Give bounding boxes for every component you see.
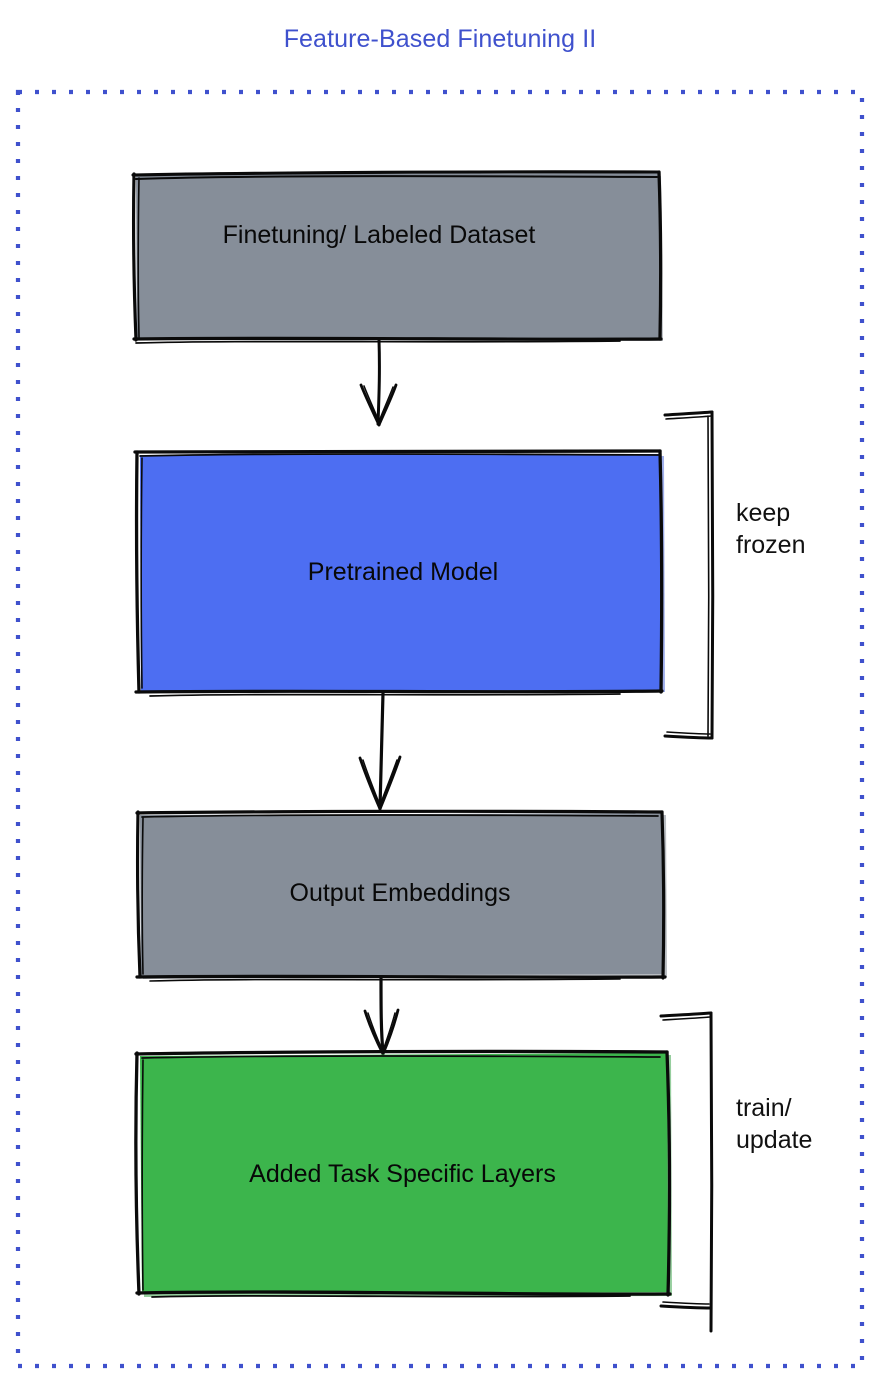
node-stroke-left [132,172,138,342]
edge-arrow-embeddings-to-layers [363,976,400,1056]
node-stroke-top [133,449,662,454]
node-stroke-bottom [134,689,664,694]
annotation-keep-frozen: keep frozen [736,499,806,559]
node-stroke-left2 [141,817,144,975]
edge-arrow-dataset-to-model [359,338,398,427]
node-stroke-right [665,1050,672,1297]
node-stroke-left [136,810,142,979]
node-stroke-left2 [141,1059,144,1291]
bracket-keep-frozen [663,410,715,740]
node-stroke-top2 [141,814,659,818]
node-stroke-top2 [141,1055,661,1059]
node-fill [140,813,663,976]
node-stroke-bottom2 [135,340,621,344]
node-stroke-bottom2 [149,978,621,982]
node-stroke-left [134,1051,141,1296]
annotation-train-update: train/ update [736,1094,813,1154]
node-finetuning-dataset[interactable] [131,170,663,344]
node-stroke-bottom2 [151,1294,631,1298]
node-stroke-top [135,809,664,815]
outer-dashed-frame [15,89,865,1369]
node-stroke-top [134,1049,669,1056]
node-stroke-bottom2 [149,693,621,697]
node-fill [140,1053,668,1294]
node-label-task-specific-layers: Added Task Specific Layers [249,1160,556,1188]
node-stroke-top [131,170,660,177]
node-stroke-bottom [135,974,667,979]
node-output-embeddings[interactable] [135,809,667,982]
node-stroke-right [658,449,664,694]
node-stroke-left2 [140,457,143,689]
bracket-train-update [659,1011,714,1333]
node-stroke-bottom [135,1290,672,1296]
edge-arrow-model-to-embeddings [358,691,402,811]
node-stroke-top2 [139,453,659,457]
node-fill [140,454,661,691]
node-label-output-embeddings: Output Embeddings [289,879,511,907]
node-pretrained-model[interactable] [133,449,665,697]
node-stroke-right [660,810,666,980]
node-task-specific-layers[interactable] [134,1049,672,1298]
page-title: Feature-Based Finetuning II [283,25,597,53]
node-label-finetuning-dataset: Finetuning/ Labeled Dataset [222,221,536,249]
node-stroke-bottom [132,336,663,341]
node-stroke-left [134,450,141,694]
node-stroke-left2 [137,177,140,338]
node-fill [136,173,660,339]
node-stroke-right [657,170,663,341]
node-label-pretrained-model: Pretrained Model [307,558,499,586]
node-stroke-top2 [135,175,658,180]
